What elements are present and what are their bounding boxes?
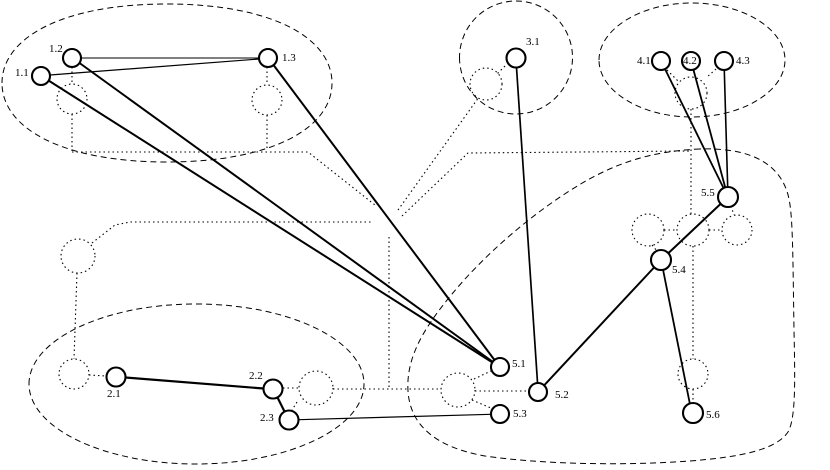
edge-1.1-1.3	[49, 58, 260, 76]
solid-edges-layer	[47, 57, 729, 421]
dotted-links-layer	[71, 65, 735, 411]
node-label-4.2: 4.2	[683, 55, 697, 67]
dotted-link-20	[88, 374, 107, 377]
dotted-link-27	[471, 399, 492, 409]
cluster-4-boundary	[598, 2, 786, 118]
node-label-1.2: 1.2	[49, 43, 63, 55]
node-label-2.2: 2.2	[249, 370, 263, 382]
anonymous-node-2	[251, 84, 283, 116]
node-5.1	[489, 356, 511, 378]
edge-4.3-5.5	[723, 70, 729, 188]
anonymous-node-7	[721, 214, 753, 246]
dotted-link-18	[91, 221, 373, 244]
node-1.1	[30, 65, 52, 87]
anonymous-node-8	[677, 358, 709, 390]
edge-2.3-5.3	[298, 413, 492, 421]
edge-4.1-5.5	[664, 68, 725, 190]
node-label-5.3: 5.3	[513, 408, 527, 420]
node-2.2	[262, 378, 284, 400]
dotted-link-24	[291, 401, 298, 411]
node-5.5	[716, 185, 740, 209]
node-label-5.6: 5.6	[706, 409, 720, 421]
node-1.3	[257, 47, 279, 69]
anonymous-node-4	[674, 76, 708, 110]
node-label-5.1: 5.1	[512, 358, 526, 370]
dotted-link-6	[397, 96, 480, 211]
nodes-layer	[30, 47, 740, 431]
anonymous-node-10	[58, 358, 90, 390]
dotted-link-8	[401, 150, 692, 217]
node-label-5.4: 5.4	[672, 264, 686, 276]
node-1.2	[61, 47, 83, 69]
node-label-2.3: 2.3	[260, 412, 274, 424]
dotted-link-5	[72, 151, 376, 206]
cluster-1-boundary	[1, 3, 333, 163]
node-label-5.5: 5.5	[701, 187, 715, 199]
anonymous-node-6	[676, 213, 710, 247]
edge-2.2-2.3	[276, 397, 286, 412]
node-2.3	[278, 409, 300, 431]
edge-3.1-5.2	[515, 67, 539, 383]
anonymous-node-9	[440, 372, 476, 408]
anonymous-node-3	[469, 67, 503, 101]
node-4.2	[680, 50, 702, 72]
dotted-link-7	[496, 65, 506, 75]
node-label-4.1: 4.1	[637, 55, 651, 67]
anonymous-node-5	[631, 213, 665, 247]
anonymous-nodes-layer	[56, 67, 753, 408]
edge-5.4-5.6	[662, 269, 691, 405]
node-3.1	[505, 47, 527, 69]
edge-2.1-2.2	[125, 376, 264, 390]
edge-1.3-5.1	[272, 64, 496, 361]
cluster-boundaries-layer	[1, 0, 796, 465]
edge-5.5-5.4	[667, 202, 722, 255]
dotted-link-13	[705, 68, 717, 79]
anonymous-node-12	[60, 238, 96, 274]
dotted-link-16	[651, 244, 658, 252]
node-label-5.2: 5.2	[555, 389, 569, 401]
node-5.6	[681, 401, 705, 425]
node-label-3.1: 3.1	[526, 36, 540, 48]
dotted-link-17	[730, 205, 735, 216]
node-label-2.1: 2.1	[107, 388, 121, 400]
node-label-1.1: 1.1	[15, 67, 29, 79]
anonymous-node-11	[298, 370, 334, 406]
node-2.1	[105, 366, 127, 388]
cluster-2-boundary	[28, 303, 365, 465]
edge-5.4-5.2	[543, 266, 656, 387]
node-label-1.3: 1.3	[282, 52, 296, 64]
cluster-5-boundary	[407, 148, 796, 465]
node-5.3	[489, 403, 511, 425]
node-4.1	[650, 50, 672, 72]
edge-1.1-5.1	[47, 79, 494, 364]
dotted-link-19	[73, 272, 78, 360]
node-label-4.3: 4.3	[736, 55, 750, 67]
node-5.2	[527, 381, 549, 403]
node-4.3	[713, 50, 735, 72]
edge-1.2-5.1	[78, 62, 494, 363]
dotted-link-25	[473, 370, 492, 380]
edge-4.2-5.5	[692, 69, 727, 189]
anonymous-node-1	[56, 83, 88, 115]
node-labels-layer: 1.1 1.2 1.3 2.1 2.2 2.3 3.1 4.1 4.2 4.3 5.1 5.2 5.3 5…	[15, 36, 750, 424]
node-5.4	[649, 248, 673, 272]
